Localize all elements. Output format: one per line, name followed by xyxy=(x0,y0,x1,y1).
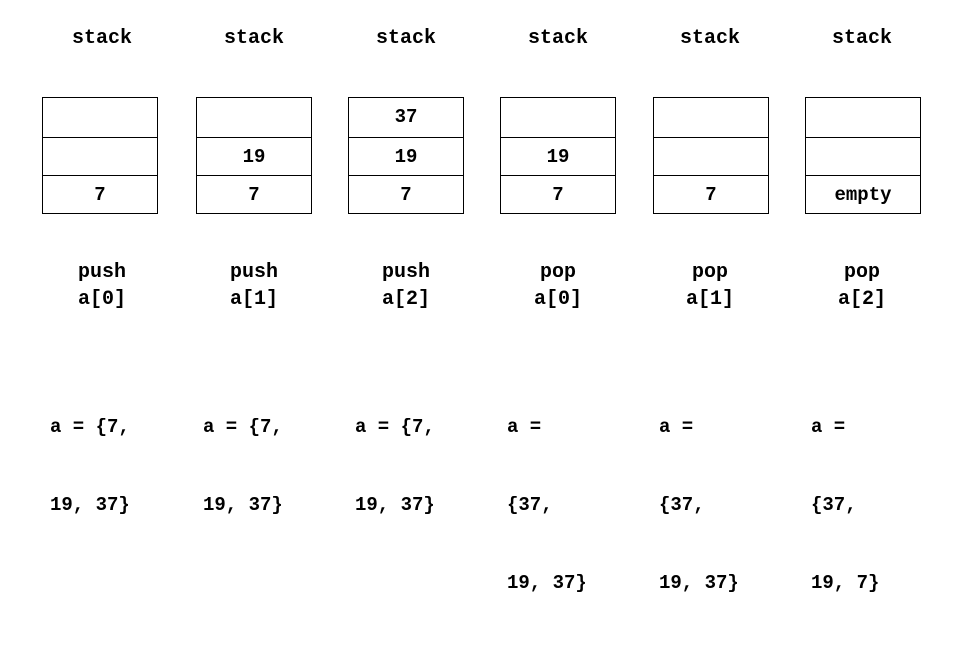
stack-box: 37 19 7 xyxy=(348,97,464,214)
stack-cell-middle: 19 xyxy=(349,137,463,176)
operation-argument: a[2] xyxy=(837,288,886,311)
array-line-1: a = xyxy=(507,416,542,438)
stack-cell-bottom: 7 xyxy=(43,175,157,214)
array-line-2: {37, xyxy=(507,494,553,516)
array-state: a = {7, 19, 37} xyxy=(50,362,130,622)
stack-box: 7 xyxy=(42,97,158,214)
array-line-1: a = xyxy=(811,416,846,438)
stack-title: stack xyxy=(223,27,284,50)
stack-cell-bottom: empty xyxy=(806,175,920,214)
stack-cell-bottom: 7 xyxy=(349,175,463,214)
array-line-3: 19, 7} xyxy=(811,572,880,594)
array-state: a = {7, 19, 37} xyxy=(355,362,435,622)
operation-label: push a[2] xyxy=(330,259,482,313)
stack-box: 19 7 xyxy=(196,97,312,214)
array-line-2: {37, xyxy=(659,494,705,516)
stack-cell-bottom: 7 xyxy=(197,175,311,214)
stack-cell-top xyxy=(806,98,920,137)
stack-cell-middle: 19 xyxy=(197,137,311,176)
array-line-3: 19, 37} xyxy=(507,572,587,594)
stack-title: stack xyxy=(679,27,740,50)
stack-step-2: stack 19 7 push a[1] a = {7, 19, 37} xyxy=(178,0,330,516)
operation-argument: a[1] xyxy=(229,288,278,311)
stack-cell-top xyxy=(654,98,768,137)
array-line-1: a = xyxy=(659,416,694,438)
array-state: a = {37, 19, 7} xyxy=(811,362,879,648)
operation-label: pop a[1] xyxy=(634,259,786,313)
stack-cell-bottom: 7 xyxy=(654,175,768,214)
stack-cell-bottom: 7 xyxy=(501,175,615,214)
stack-cell-top: 37 xyxy=(394,106,418,128)
array-state: a = {37, 19, 37} xyxy=(659,362,739,648)
array-line-2: 19, 37} xyxy=(50,494,130,516)
stack-step-6: stack empty pop a[2] a = {37, 19, 7} xyxy=(786,0,938,594)
operation-name: push xyxy=(77,261,126,284)
stack-title: stack xyxy=(831,27,892,50)
stack-cell-top xyxy=(197,98,311,137)
operation-argument: a[2] xyxy=(381,288,430,311)
array-state: a = {7, 19, 37} xyxy=(203,362,283,622)
operation-label: pop a[2] xyxy=(786,259,938,313)
operation-argument: a[1] xyxy=(685,288,734,311)
array-state: a = {37, 19, 37} xyxy=(507,362,587,648)
stack-step-1: stack 7 push a[0] a = {7, 19, 37} xyxy=(26,0,178,516)
operation-name: pop xyxy=(691,261,728,284)
operation-name: push xyxy=(381,261,430,284)
operation-name: pop xyxy=(843,261,880,284)
array-line-1: a = {7, xyxy=(50,416,130,438)
stack-cell-middle: 19 xyxy=(501,137,615,176)
stack-cell-top xyxy=(43,98,157,137)
array-line-2: {37, xyxy=(811,494,857,516)
operation-name: push xyxy=(229,261,278,284)
array-line-2: 19, 37} xyxy=(203,494,283,516)
stack-cell-middle xyxy=(806,137,920,176)
stack-step-3: stack 37 19 7 push a[2] a = {7, 19, 37} xyxy=(330,0,482,516)
operation-name: pop xyxy=(539,261,576,284)
operation-argument: a[0] xyxy=(77,288,126,311)
array-line-3: 19, 37} xyxy=(659,572,739,594)
operation-label: push a[1] xyxy=(178,259,330,313)
stack-title: stack xyxy=(375,27,436,50)
stack-title: stack xyxy=(527,27,588,50)
operation-argument: a[0] xyxy=(533,288,582,311)
stack-cell-top xyxy=(501,98,615,137)
stack-box: empty xyxy=(805,97,921,214)
stack-box: 7 xyxy=(653,97,769,214)
array-line-2: 19, 37} xyxy=(355,494,435,516)
stack-cell-middle xyxy=(654,137,768,176)
operation-label: push a[0] xyxy=(26,259,178,313)
stack-cell-middle xyxy=(43,137,157,176)
operation-label: pop a[0] xyxy=(482,259,634,313)
stack-box: 19 7 xyxy=(500,97,616,214)
stack-step-4: stack 19 7 pop a[0] a = {37, 19, 37} xyxy=(482,0,634,594)
array-line-1: a = {7, xyxy=(355,416,435,438)
stack-step-5: stack 7 pop a[1] a = {37, 19, 37} xyxy=(634,0,786,594)
stack-title: stack xyxy=(71,27,132,50)
array-line-1: a = {7, xyxy=(203,416,283,438)
